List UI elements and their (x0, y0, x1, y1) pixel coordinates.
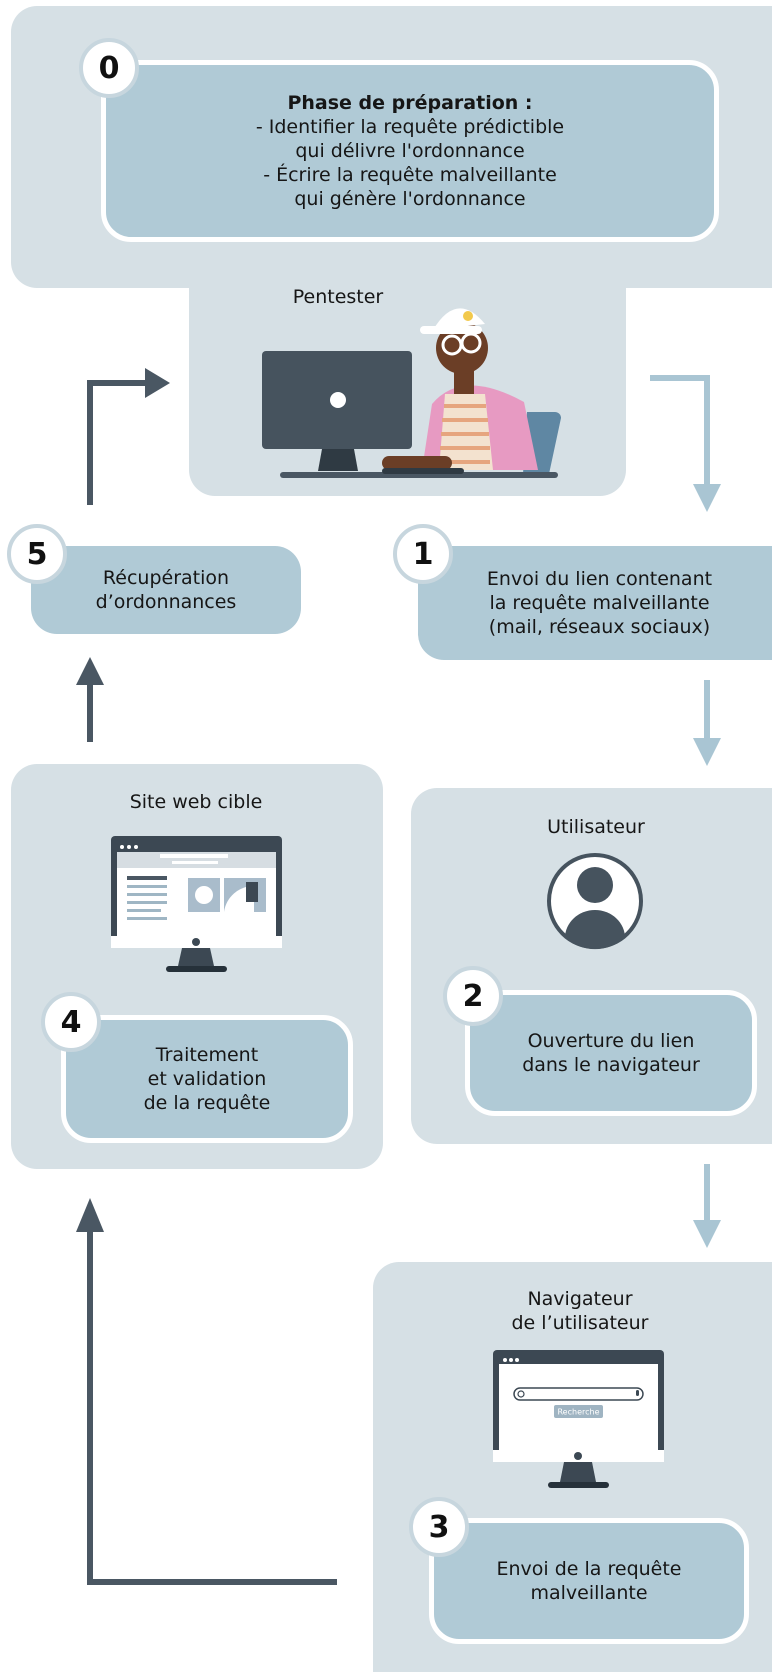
browser-label-line-2: de l’utilisateur (511, 1311, 649, 1334)
process-line-2: et validation (147, 1067, 267, 1090)
browser-label-line-1: Navigateur (527, 1288, 633, 1310)
step-number-3: 3 (409, 1497, 469, 1557)
arrow-to-target-site (87, 1222, 337, 1585)
send-request-line-2: malveillante (530, 1582, 648, 1604)
pentester-illustration (262, 308, 561, 478)
preparation-line-3: - Écrire la requête malveillante (263, 164, 557, 187)
open-link-line-1: Ouverture du lien (527, 1029, 695, 1052)
send-link-line-3: (mail, réseaux sociaux) (488, 616, 711, 639)
send-link-box: Envoi du lien contenant la requête malve… (418, 546, 772, 660)
target-site-label: Site web cible (129, 791, 263, 813)
arrow-to-pentester (87, 380, 150, 505)
browser-label: Navigateur de l’utilisateur (480, 1288, 680, 1336)
browser-monitor-icon: Recherche (493, 1350, 664, 1488)
retrieve-line-2: d’ordonnances (95, 591, 237, 613)
target-site-monitor-icon (111, 836, 282, 972)
preparation-line-1: - Identifier la requête prédictible (255, 115, 565, 138)
process-line-1: Traitement (155, 1043, 259, 1066)
browser-search-button: Recherche (557, 1408, 599, 1417)
process-line-3: de la requête (143, 1092, 271, 1115)
preparation-line-4: qui génère l'ordonnance (294, 188, 526, 211)
pentester-label: Pentester (292, 286, 384, 308)
send-request-line-1: Envoi de la requête (496, 1557, 682, 1580)
arrow-head-to-pentester (145, 368, 170, 398)
send-link-line-1: Envoi du lien contenant (486, 567, 713, 590)
user-avatar-icon (547, 853, 643, 950)
user-label: Utilisateur (547, 816, 645, 838)
step-number-1: 1 (393, 524, 453, 584)
arrow-to-step1 (650, 375, 710, 490)
step-number-2: 2 (443, 966, 503, 1026)
open-link-box: Ouverture du lien dans le navigateur (465, 990, 757, 1116)
step-number-4: 4 (41, 992, 101, 1052)
preparation-box: Phase de préparation : - Identifier la r… (101, 60, 719, 242)
preparation-title: Phase de préparation : (287, 91, 533, 114)
open-link-line-2: dans le navigateur (522, 1054, 700, 1076)
retrieve-prescriptions-box: Récupération d’ordonnances (31, 546, 301, 634)
retrieve-line-1: Récupération (102, 566, 230, 589)
send-link-line-2: la requête malveillante (489, 591, 710, 614)
process-request-box: Traitement et validation de la requête (61, 1015, 353, 1143)
arrow-head-to-target-site (76, 1198, 104, 1232)
preparation-line-2: qui délivre l'ordonnance (295, 139, 525, 162)
step-number-5: 5 (7, 524, 67, 584)
send-request-box: Envoi de la requête malveillante (429, 1518, 749, 1644)
arrow-head-to-user (693, 738, 721, 766)
arrow-head-up-to-step5 (76, 657, 104, 685)
step-number-0: 0 (79, 38, 139, 98)
arrow-head-to-step1 (693, 484, 721, 512)
arrow-head-to-browser (693, 1220, 721, 1248)
